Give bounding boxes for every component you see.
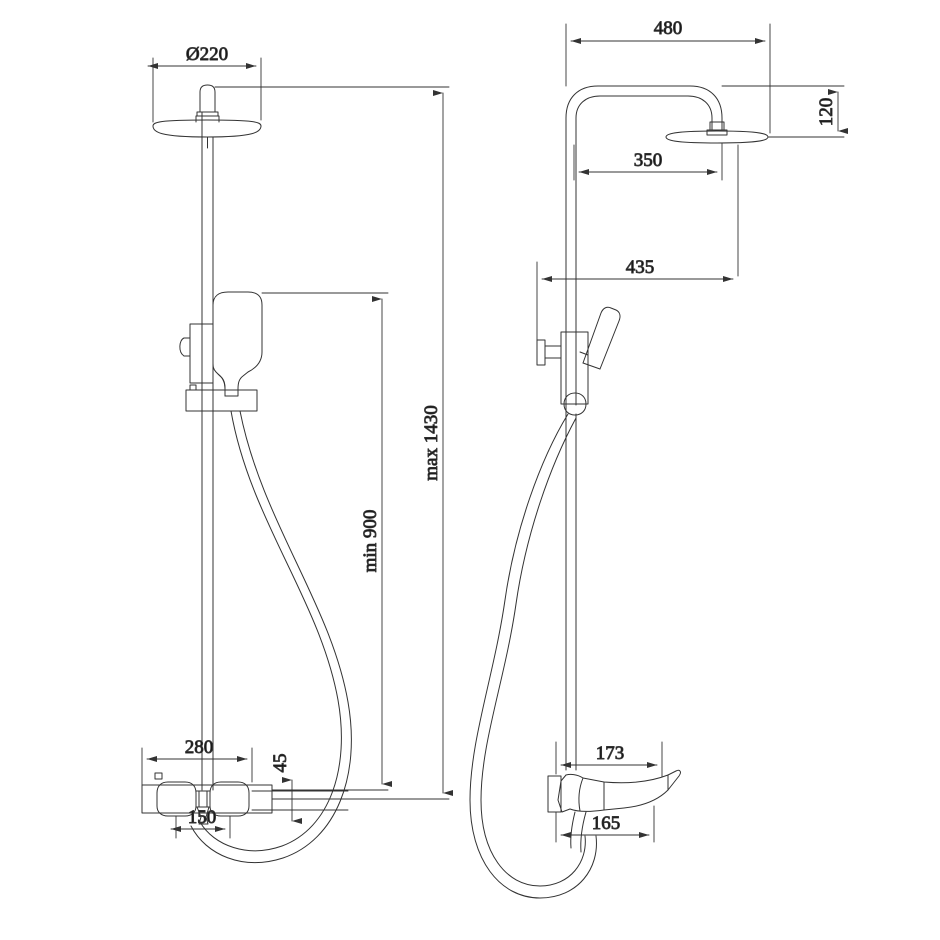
dim-label-inlet-centres: 150 — [188, 807, 217, 828]
dim-label-riser-min-height: min 900 — [360, 510, 381, 573]
side-view — [469, 85, 769, 899]
dim-mixer-depth-offset: 45 — [251, 753, 349, 824]
dimension-annotations: Ø220 max 1430 min 900 280 15 — [141, 18, 848, 843]
dim-label-head-drop: 120 — [816, 98, 837, 127]
dim-label-mixer-projection-bottom: 165 — [592, 813, 621, 834]
side-riser-rail — [563, 392, 587, 771]
front-mixer-bar — [141, 772, 273, 825]
dim-arm-total-reach: 480 — [565, 18, 771, 134]
dim-arm-projection: 350 — [573, 142, 723, 181]
dim-overall-max-height: max 1430 — [214, 86, 453, 800]
front-handset — [212, 291, 263, 397]
dim-handset-reach: 435 — [536, 144, 739, 341]
side-shower-arm — [565, 85, 723, 406]
dim-inlet-centres: 150 — [170, 807, 231, 839]
side-mixer-body — [547, 769, 681, 853]
front-overhead-shower-head — [152, 84, 262, 149]
dim-label-head-diameter: Ø220 — [186, 44, 228, 65]
front-rail-holder-block — [185, 384, 258, 412]
side-handset-holder-bracket — [536, 331, 589, 405]
dim-mixer-bar-width: 280 — [141, 737, 253, 786]
front-shower-hose — [190, 410, 352, 863]
dim-mixer-projection-bottom: 165 — [555, 805, 655, 843]
front-riser-rail — [201, 111, 214, 791]
side-handset — [579, 306, 621, 370]
dim-label-handset-reach: 435 — [626, 257, 655, 278]
dim-head-diameter: Ø220 — [147, 44, 262, 123]
front-view — [141, 84, 352, 863]
dim-head-drop: 120 — [721, 85, 848, 138]
dim-label-overall-max-height: max 1430 — [421, 405, 442, 480]
dim-label-arm-total-reach: 480 — [654, 18, 683, 39]
side-shower-hose — [469, 413, 597, 899]
dim-label-mixer-bar-width: 280 — [185, 737, 214, 758]
front-handset-slider-bracket — [179, 323, 214, 384]
side-overhead-shower-head — [665, 121, 769, 144]
dim-mixer-projection-top: 173 — [555, 741, 663, 778]
dim-label-mixer-depth-offset: 45 — [270, 754, 291, 773]
dim-label-mixer-projection-top: 173 — [596, 743, 625, 764]
dim-label-arm-projection: 350 — [634, 150, 663, 171]
dim-riser-min-height: min 900 — [261, 292, 392, 791]
